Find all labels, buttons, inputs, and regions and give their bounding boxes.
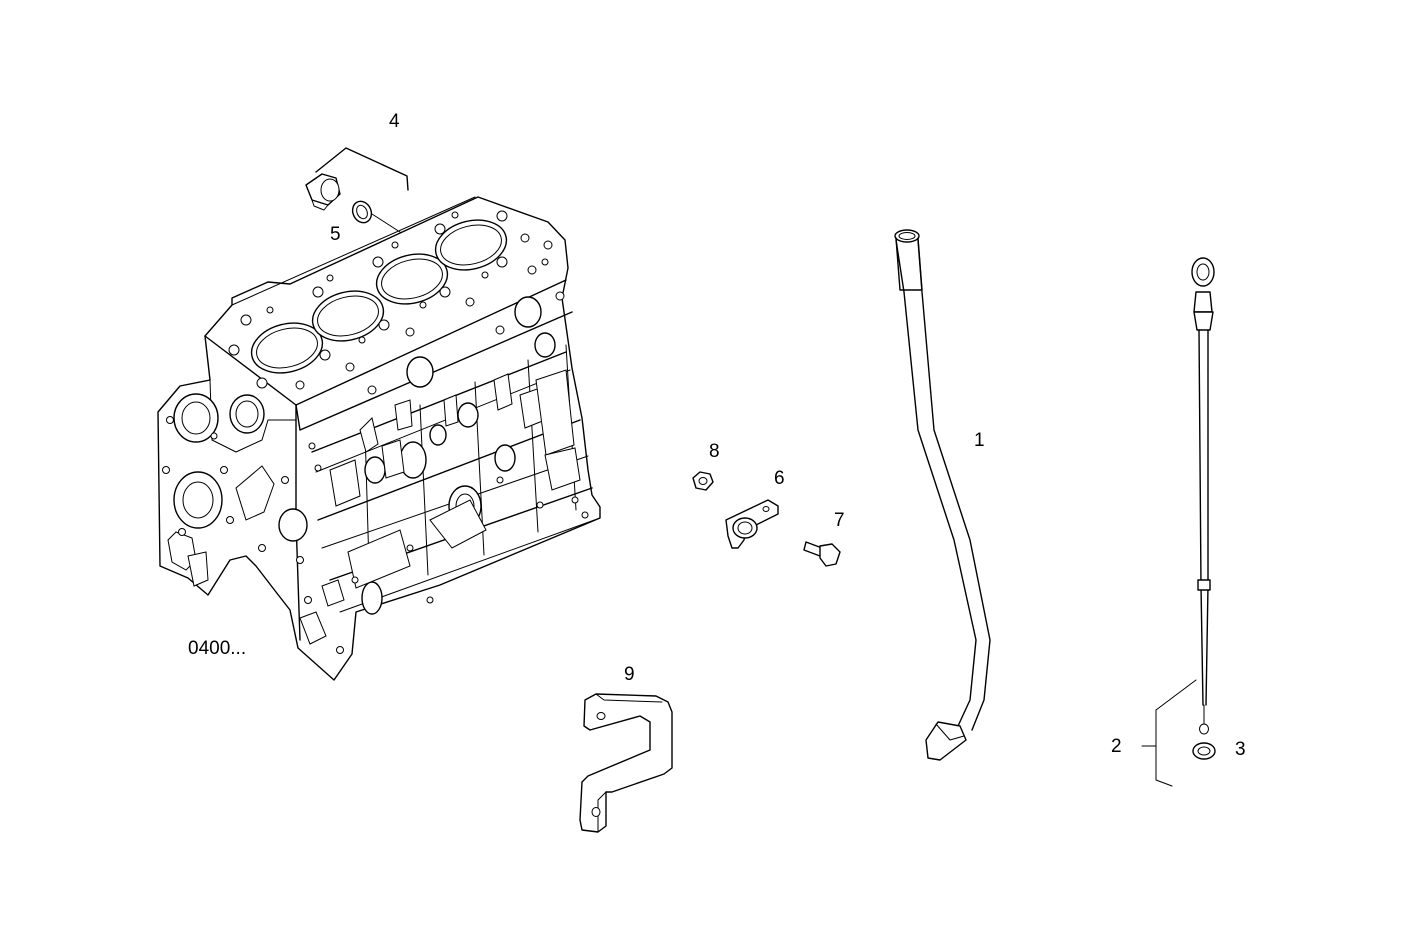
callout-2: 2 <box>1111 736 1122 757</box>
part-8-nut <box>692 471 714 491</box>
callout-8: 8 <box>709 441 720 462</box>
part-4-plug <box>305 147 409 211</box>
callout-1: 1 <box>974 430 985 451</box>
part-5-washer <box>351 200 401 233</box>
callout-7: 7 <box>834 510 845 531</box>
part-2-dipstick <box>1141 257 1215 787</box>
callout-4: 4 <box>389 111 400 132</box>
callout-9: 9 <box>624 664 635 685</box>
part-6-clamp <box>725 499 779 549</box>
part-9-bracket <box>579 693 673 833</box>
callout-5: 5 <box>330 224 341 245</box>
group-reference-label: 0400... <box>188 638 246 659</box>
engine-block <box>157 196 601 681</box>
part-1-guide-tube <box>894 229 991 761</box>
callout-6: 6 <box>774 468 785 489</box>
part-3-washer <box>1192 742 1216 760</box>
callout-3: 3 <box>1235 739 1246 760</box>
part-7-bolt <box>803 541 841 567</box>
